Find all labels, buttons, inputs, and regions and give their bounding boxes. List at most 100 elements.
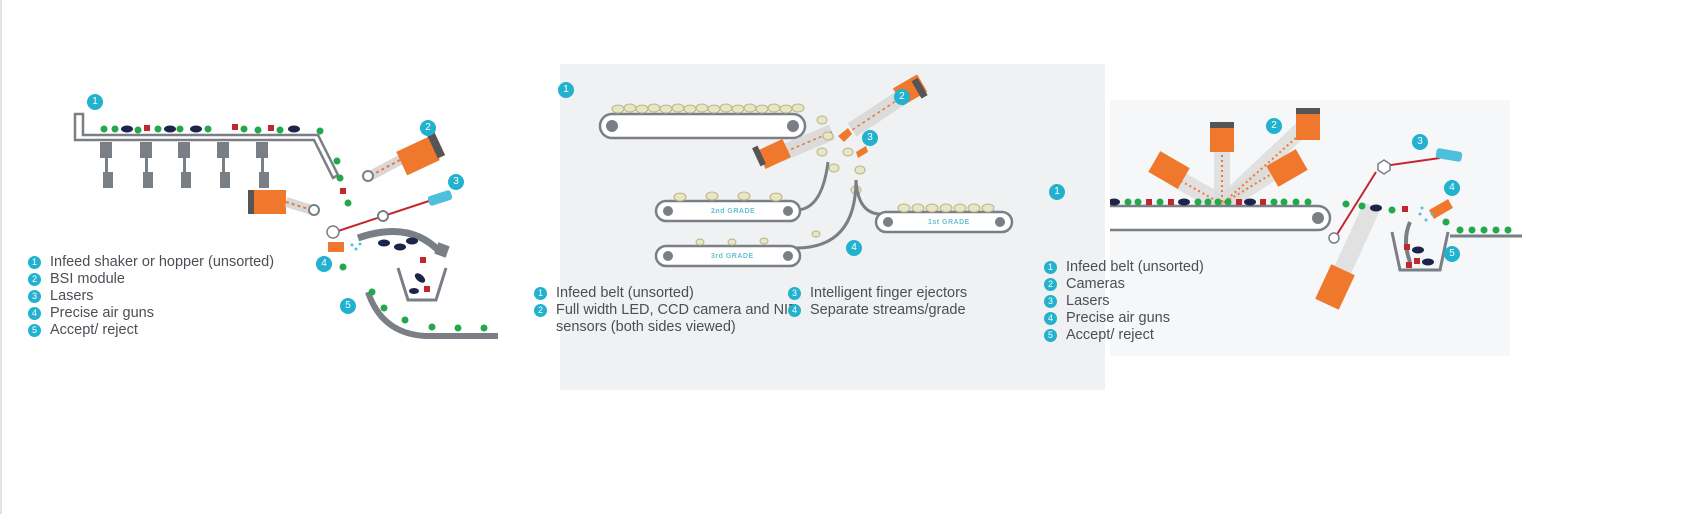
legend-item: 5 Accept/ reject [1044,327,1204,344]
products-on-belt [1110,198,1312,206]
legend-number: 1 [534,287,547,300]
products-on-shaker [100,124,324,135]
camera-lens [1210,108,1320,128]
infeed-belt [1110,204,1332,232]
legend-text: Intelligent finger ejectors [810,285,968,301]
deflector [356,228,443,255]
callout-1: 1 [1049,184,1065,200]
legend-text: Precise air guns [50,305,154,321]
camera-icon [1315,202,1381,310]
page-edge [0,0,2,514]
legend-text: Full width LED, CCD camera and NIR [556,302,799,318]
legend-item: 4 Precise air guns [28,305,274,322]
nuts-3rd-grade [695,230,821,246]
falling-products [1342,200,1408,214]
infeed-shaker [73,112,340,180]
legend-panel2-left: 1 Infeed belt (unsorted) 2 Full width LED,… [534,285,799,336]
rejected-products [1404,244,1434,268]
legend-item: 1 Infeed belt (unsorted) [1044,259,1204,276]
callout-2: 2 [1266,118,1282,134]
air-gun-icon [328,242,362,252]
legend-number: 1 [1044,261,1057,274]
legend-item: sensors (both sides viewed) [534,319,799,336]
camera-laser-sorter-diagram [1110,100,1522,356]
air-gun-icon [1418,199,1454,222]
legend-text: Accept/ reject [1066,327,1154,343]
accepted-products [339,263,488,332]
legend-item: 3 Lasers [1044,293,1204,310]
legend-number: 4 [1044,312,1057,325]
legend-item: 1 Infeed belt (unsorted) [534,285,799,302]
callout-4: 4 [316,256,332,272]
nuts-1st-grade [897,203,995,213]
legend-text: Lasers [50,288,94,304]
callout-4: 4 [846,240,862,256]
bsi-module-icon [362,131,446,182]
legend-item: 4 Precise air guns [1044,310,1204,327]
legend-text: Infeed shaker or hopper (unsorted) [50,254,275,270]
callout-3: 3 [448,174,464,190]
legend-text: Cameras [1066,276,1125,292]
grading-sorter-diagram [560,64,1105,390]
callout-4: 4 [1444,180,1460,196]
belt-3rd-grade [654,244,802,268]
legend-number: 1 [28,256,41,269]
chute-3rd [795,179,858,250]
callout-1: 1 [87,94,103,110]
accepted-products [1442,218,1512,234]
legend-number: 5 [1044,329,1057,342]
legend-item: 4 Separate streams/grade [788,302,967,319]
grade-label-1st: 1st GRADE [928,219,970,226]
callout-3: 3 [862,130,878,146]
legend-number: 4 [28,307,41,320]
callout-3: 3 [1412,134,1428,150]
legend-panel3: 1 Infeed belt (unsorted) 2 Cameras 3 Lasers… [1044,259,1204,344]
callout-2: 2 [420,120,436,136]
legend-item: 3 Intelligent finger ejectors [788,285,967,302]
legend-number: 3 [1044,295,1057,308]
nuts-on-infeed [611,103,805,114]
legend-text: Accept/ reject [50,322,138,338]
legend-item: 2 Full width LED, CCD camera and NIR [534,302,799,319]
grade-label-3rd: 3rd GRADE [711,253,754,260]
legend-item: 1 Infeed shaker or hopper (unsorted) [28,254,274,271]
rejected-products [378,237,430,294]
legend-text: Separate streams/grade [810,302,966,318]
laser-icon [326,190,453,239]
legend-number: 3 [788,287,801,300]
belt-2nd-grade [654,199,802,223]
grade-label-2nd: 2nd GRADE [711,208,756,215]
legend-item: 3 Lasers [28,288,274,305]
accept-chute [365,290,498,339]
legend-text: Infeed belt (unsorted) [1066,259,1204,275]
legend-number: 3 [28,290,41,303]
callout-2: 2 [894,89,910,105]
nuts-2nd-grade [673,191,783,202]
callout-1: 1 [558,82,574,98]
bsi-module-icon [248,190,320,216]
infeed-belt [598,112,807,140]
reject-bin [396,267,448,302]
legend-text: BSI module [50,271,125,287]
legend-number: 2 [1044,278,1057,291]
legend-panel2-right: 3 Intelligent finger ejectors 4 Separate s… [788,285,967,319]
legend-text: Precise air guns [1066,310,1170,326]
bsi-sorter-diagram [73,112,498,339]
legend-number: 4 [788,304,801,317]
callout-5: 5 [340,298,356,314]
shaker-legs [100,142,269,188]
finger-ejector-icon [838,128,868,158]
deflector [1404,221,1412,263]
legend-text: Lasers [1066,293,1110,309]
laser-icon [1328,148,1463,244]
camera-icon [1148,110,1320,189]
legend-number: 2 [534,304,547,317]
legend-number [534,321,547,334]
callout-5: 5 [1444,246,1460,262]
deflector-tip [434,242,450,258]
falling-nuts [816,115,866,195]
falling-stream [333,157,352,207]
legend-text: Infeed belt (unsorted) [556,285,694,301]
